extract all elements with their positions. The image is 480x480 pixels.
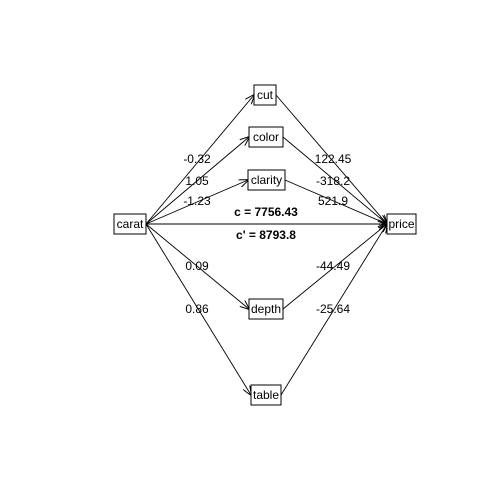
- node-color-label: color: [253, 130, 279, 144]
- edge-color-price: [282, 136, 387, 224]
- coef-color-price: -318.2: [316, 174, 350, 188]
- total-effect-label: c = 7756.43: [234, 205, 298, 219]
- node-clarity: clarity: [247, 169, 286, 191]
- coef-carat-depth: 0.09: [185, 259, 209, 273]
- edge-cut-price: [275, 94, 387, 224]
- node-price-label: price: [388, 217, 414, 231]
- node-cut-label: cut: [257, 88, 274, 102]
- edge-clarity-price: [284, 179, 387, 224]
- coef-carat-clarity: -1.23: [183, 194, 211, 208]
- coef-cut-price: 122.45: [315, 152, 352, 166]
- node-depth-label: depth: [251, 302, 281, 316]
- coef-depth-price: -44.49: [316, 259, 350, 273]
- node-carat: carat: [113, 213, 147, 235]
- node-color: color: [248, 126, 284, 148]
- edge-carat-color: [145, 137, 249, 225]
- node-clarity-label: clarity: [251, 173, 282, 187]
- node-price: price: [386, 213, 417, 235]
- edge-carat-depth: [145, 223, 249, 309]
- node-table: table: [250, 384, 282, 406]
- coef-table-price: -25.64: [316, 302, 350, 316]
- node-cut: cut: [253, 84, 277, 106]
- node-table-label: table: [253, 388, 279, 402]
- coef-carat-cut: -0.32: [183, 152, 211, 166]
- coef-carat-color: 1.05: [185, 174, 209, 188]
- edge-carat-table: [145, 223, 251, 395]
- coef-clarity-price: 521.9: [318, 194, 348, 208]
- direct-effect-label: c' = 8793.8: [236, 228, 296, 242]
- node-carat-label: carat: [117, 217, 144, 231]
- edge-carat-cut: [145, 95, 254, 225]
- node-depth: depth: [248, 298, 284, 320]
- edge-table-price: [280, 224, 387, 396]
- coef-carat-table: 0.86: [185, 302, 209, 316]
- edge-depth-price: [282, 224, 387, 310]
- edge-carat-clarity: [145, 180, 248, 225]
